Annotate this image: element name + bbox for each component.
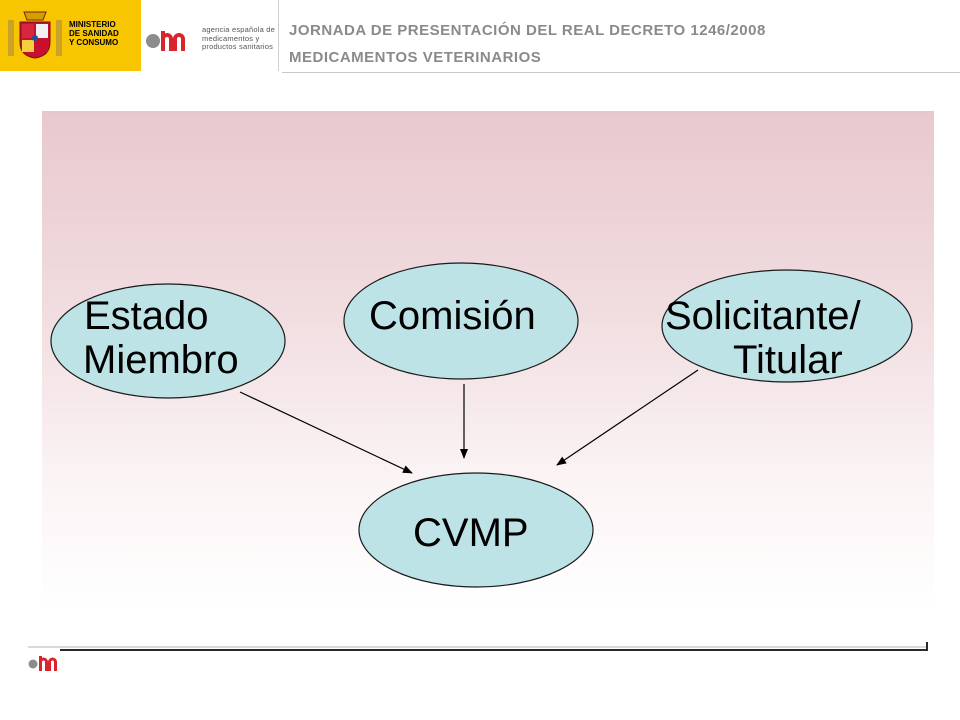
footer-am-logo-icon <box>28 656 57 671</box>
footer-divider-end-tick <box>926 642 928 651</box>
node-estado-miembro-label-line1: Estado <box>84 294 209 338</box>
node-comision-label: Comisión <box>369 294 536 338</box>
ministry-name: MINISTERIO DE SANIDAD Y CONSUMO <box>69 20 139 47</box>
header-title-line2: MEDICAMENTOS VETERINARIOS <box>289 49 542 66</box>
node-solicitante-titular-shape <box>661 269 913 383</box>
node-cvmp-shape <box>358 472 594 588</box>
node-comision: Comisión <box>343 262 579 380</box>
agency-name: agencia española de medicamentos y produ… <box>202 25 280 52</box>
node-estado-miembro-shape <box>50 283 286 399</box>
header-titles: JORNADA DE PRESENTACIÓN DEL REAL DECRETO… <box>289 17 954 71</box>
coat-of-arms-icon <box>8 11 62 59</box>
edge-estado-miembro-to-cvmp <box>239 391 413 474</box>
ministry-line: DE SANIDAD <box>69 29 119 38</box>
agency-logo-block: agencia española de medicamentos y produ… <box>141 0 279 71</box>
agency-line: productos sanitarios <box>202 42 274 51</box>
header-title-line1: JORNADA DE PRESENTACIÓN DEL REAL DECRETO… <box>289 22 766 39</box>
node-cvmp-label: CVMP <box>413 511 529 555</box>
ministry-line: Y CONSUMO <box>69 38 119 47</box>
header-divider <box>282 72 960 73</box>
edge-solicitante-titular-to-cvmp <box>556 369 699 466</box>
node-solicitante-titular-label-line2: Titular <box>733 338 843 382</box>
node-solicitante-titular: Solicitante/ Titular <box>661 269 913 383</box>
node-estado-miembro-label-line2: Miembro <box>83 338 239 382</box>
ministry-line: MINISTERIO <box>69 20 116 29</box>
footer-divider <box>60 649 928 651</box>
node-estado-miembro: Estado Miembro <box>50 283 286 399</box>
agency-line: agencia española de <box>202 25 276 34</box>
node-comision-shape <box>343 262 579 380</box>
node-cvmp: CVMP <box>358 472 594 588</box>
ministry-logo-block: MINISTERIO DE SANIDAD Y CONSUMO <box>0 0 141 71</box>
footer-divider-light <box>28 646 928 648</box>
agency-am-logo-icon <box>146 31 185 51</box>
node-solicitante-titular-label-line1: Solicitante/ <box>665 294 862 338</box>
agency-line: medicamentos y <box>202 33 260 43</box>
